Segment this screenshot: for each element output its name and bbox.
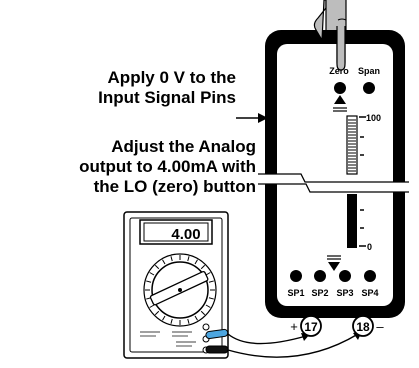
negative-lead [227, 331, 362, 358]
scale-dashes-lower [360, 209, 364, 229]
scale-dashes-upper [360, 136, 364, 156]
terminal-17[interactable] [300, 315, 322, 337]
up-indicator-icon [333, 95, 347, 112]
span-label: Span [358, 66, 380, 76]
scale-top-label: 100 [366, 113, 381, 123]
terminal-18-number: 18 [356, 320, 370, 334]
setpoint-label-2: SP2 [311, 288, 328, 298]
instruction-arrow-1 [236, 113, 268, 123]
terminal-18-sign: – [376, 319, 384, 334]
meter-fine-text [140, 331, 196, 347]
negative-probe[interactable] [205, 345, 229, 354]
terminal-17-sign: + [290, 319, 298, 334]
terminal-18[interactable] [352, 315, 374, 337]
meter-jack-1 [202, 323, 210, 331]
meter-rotary-dial[interactable] [143, 253, 217, 327]
instruction-step-1-line-2: Input Signal Pins [98, 88, 236, 107]
setpoint-label-4: SP4 [361, 288, 378, 298]
pointing-hand-icon [313, 0, 347, 71]
span-button[interactable] [363, 82, 375, 94]
instruction-step-2-line-1: Adjust the Analog [111, 137, 256, 156]
terminal-17-number: 17 [304, 320, 318, 334]
zero-label: Zero [329, 66, 349, 76]
zero-button[interactable] [334, 82, 346, 94]
meter-display-value: 4.00 [171, 226, 200, 243]
bargraph-upper [346, 115, 366, 175]
down-indicator-icon [327, 255, 341, 271]
instrument-front-panel [265, 30, 405, 318]
instruction-step-1: Apply 0 V to the Input Signal Pins [98, 68, 236, 108]
setpoint-label-3: SP3 [336, 288, 353, 298]
positive-lead [227, 333, 310, 345]
setpoint-led-4 [364, 270, 376, 282]
instruction-step-2-line-3: the LO (zero) button [93, 177, 256, 196]
setpoint-label-1: SP1 [287, 288, 304, 298]
setpoint-led-1 [290, 270, 302, 282]
setpoint-led-3 [339, 270, 351, 282]
instruction-step-1-line-1: Apply 0 V to the [107, 68, 236, 87]
positive-probe[interactable] [205, 328, 229, 340]
bargraph-lower [347, 194, 366, 248]
setpoint-led-2 [314, 270, 326, 282]
break-lines [258, 173, 409, 193]
scale-bottom-label: 0 [367, 242, 372, 252]
instruction-step-2: Adjust the Analog output to 4.00mA with … [79, 137, 256, 197]
instruction-step-2-line-2: output to 4.00mA with [79, 157, 256, 176]
